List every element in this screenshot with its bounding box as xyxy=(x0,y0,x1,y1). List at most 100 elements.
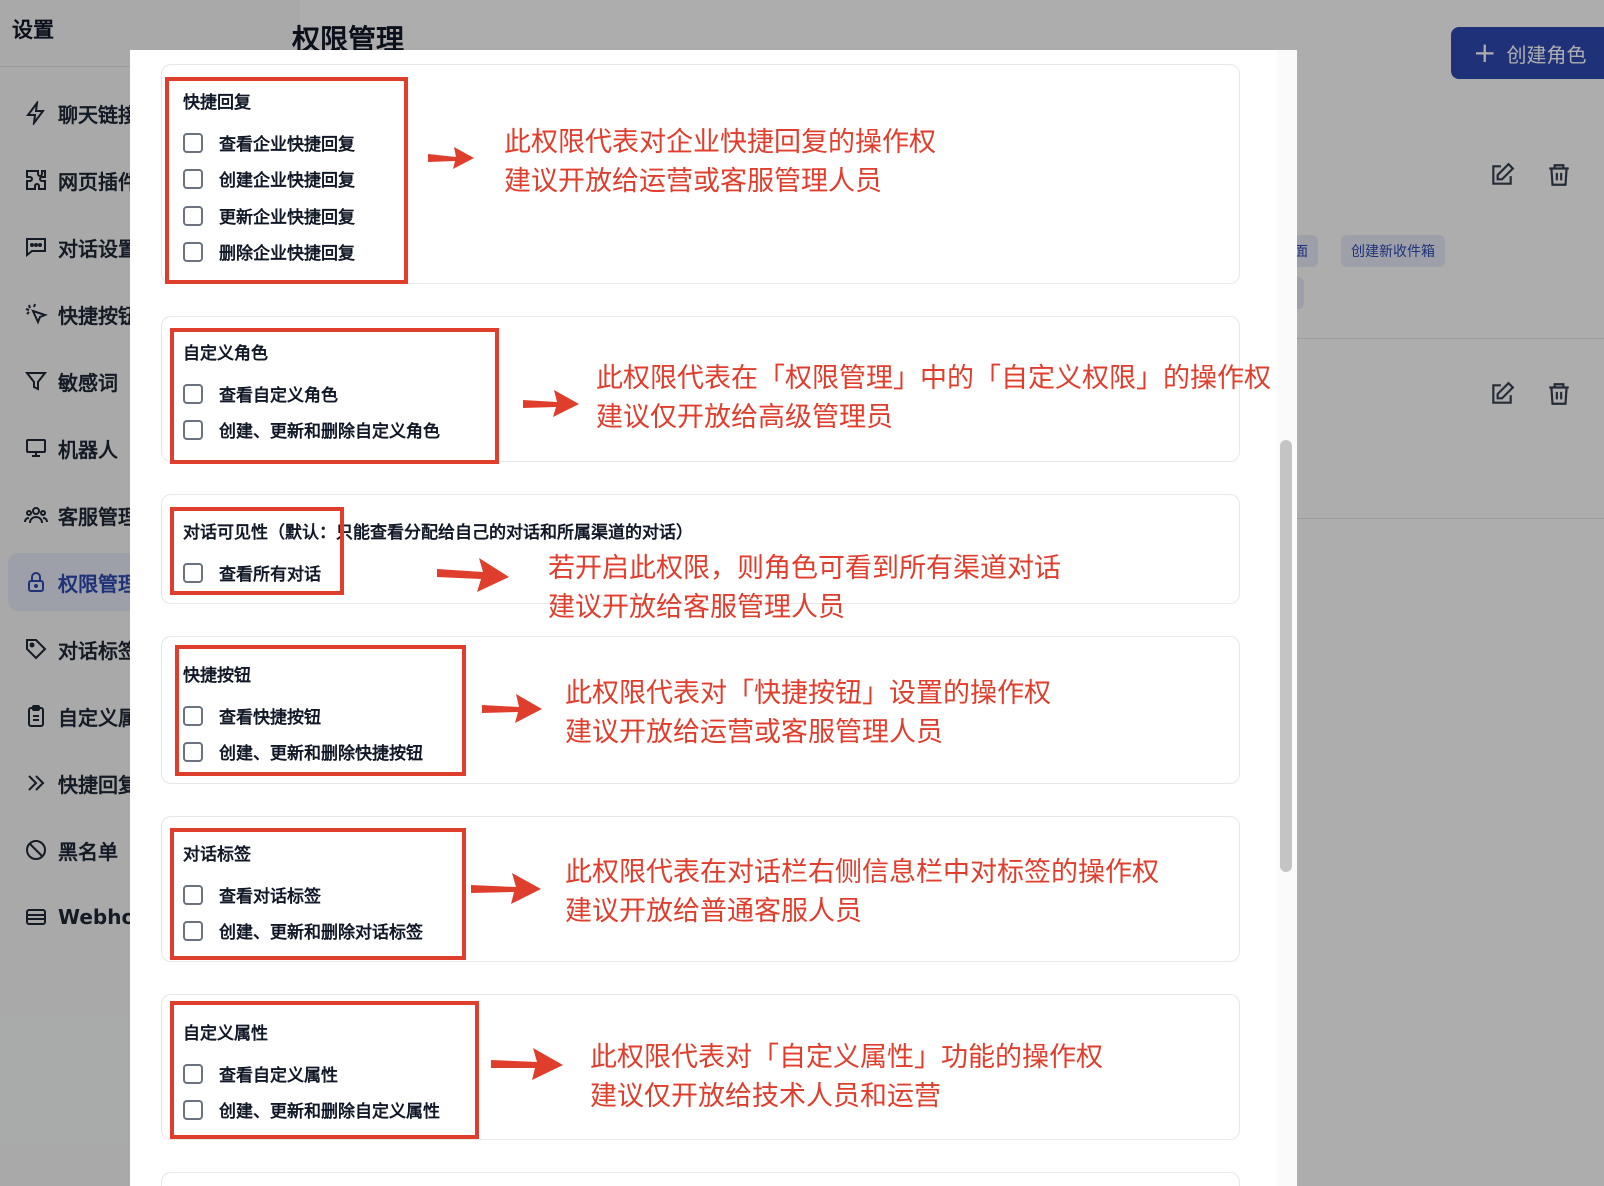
permission-option[interactable]: 删除企业快捷回复 xyxy=(183,239,355,264)
group-title-custom-attributes: 自定义属性 xyxy=(183,1024,268,1044)
sidebar-item-label: 机器人 xyxy=(58,437,118,462)
annotation-note-line: 建议开放给运营或客服管理人员 xyxy=(504,166,882,197)
group-title-custom-roles: 自定义角色 xyxy=(183,344,268,364)
trash-icon[interactable] xyxy=(1546,381,1572,407)
annotation-note-line: 此权限代表对企业快捷回复的操作权 xyxy=(504,127,936,158)
annotation-arrow-icon xyxy=(523,390,579,417)
bolt-icon xyxy=(22,99,50,127)
trash-icon[interactable] xyxy=(1546,162,1572,188)
annotation-arrow-icon xyxy=(491,1048,563,1080)
permission-option[interactable]: 创建、更新和删除自定义角色 xyxy=(183,417,440,442)
annotation-note-line: 此权限代表对「自定义属性」功能的操作权 xyxy=(590,1042,1103,1073)
permission-group-card xyxy=(161,64,1240,284)
role-row-divider xyxy=(1290,518,1604,519)
edit-icon[interactable] xyxy=(1489,162,1515,188)
permission-option[interactable]: 创建、更新和删除自定义属性 xyxy=(183,1097,440,1122)
permission-label: 创建、更新和删除自定义角色 xyxy=(219,422,440,442)
edit-icon[interactable] xyxy=(1489,381,1515,407)
permission-checkbox[interactable] xyxy=(183,884,203,905)
group-title-quick-buttons: 快捷按钮 xyxy=(183,666,251,686)
permission-group-card xyxy=(161,994,1240,1140)
permission-option[interactable]: 更新企业快捷回复 xyxy=(183,203,355,228)
permission-label: 查看对话标签 xyxy=(219,887,321,907)
sidebar-item-quick-replies[interactable]: 快捷回复 xyxy=(8,754,288,812)
permission-label: 查看所有对话 xyxy=(219,565,321,585)
chat-bubble-icon xyxy=(22,233,50,261)
block-icon xyxy=(22,836,50,864)
permission-label: 查看企业快捷回复 xyxy=(219,135,355,155)
create-role-button[interactable]: + 创建角色 xyxy=(1451,27,1604,79)
annotation-note: 此权限代表在对话栏右侧信息栏中对标签的操作权 建议开放给普通客服人员 xyxy=(565,853,1159,931)
annotation-note-line: 建议开放给运营或客服管理人员 xyxy=(565,717,943,748)
permission-label: 创建、更新和删除自定义属性 xyxy=(219,1102,440,1122)
permission-checkbox[interactable] xyxy=(183,383,203,404)
permission-label: 查看自定义属性 xyxy=(219,1066,338,1086)
sidebar-item-bot[interactable]: 机器人 xyxy=(8,419,288,477)
sidebar-item-conversation-tags[interactable]: 对话标签 xyxy=(8,620,288,678)
permission-checkbox[interactable] xyxy=(183,419,203,440)
permission-checkbox[interactable] xyxy=(183,205,203,226)
permission-checkbox[interactable] xyxy=(183,1099,203,1120)
annotation-arrow-icon xyxy=(471,873,541,904)
permission-checkbox[interactable] xyxy=(183,168,203,189)
annotation-note-line: 此权限代表在对话栏右侧信息栏中对标签的操作权 xyxy=(565,857,1159,888)
annotation-note: 此权限代表对「快捷按钮」设置的操作权 建议开放给运营或客服管理人员 xyxy=(565,674,1051,752)
permission-checkbox[interactable] xyxy=(183,705,203,726)
annotation-note-line: 建议仅开放给高级管理员 xyxy=(596,402,893,433)
chevrons-right-icon xyxy=(22,769,50,797)
permission-checkbox[interactable] xyxy=(183,1063,203,1084)
sidebar-item-blacklist[interactable]: 黑名单 xyxy=(8,821,288,879)
annotation-arrow-icon xyxy=(482,694,542,723)
permission-label: 查看快捷按钮 xyxy=(219,708,321,728)
modal-scrollbar-thumb[interactable] xyxy=(1280,440,1292,872)
permission-option[interactable]: 创建企业快捷回复 xyxy=(183,166,355,191)
lock-icon xyxy=(22,568,50,596)
sidebar-item-conversation-settings[interactable]: 对话设置 xyxy=(8,218,288,276)
annotation-note: 若开启此权限，则角色可看到所有渠道对话 建议开放给客服管理人员 xyxy=(548,549,1061,627)
permission-label: 创建、更新和删除快捷按钮 xyxy=(219,744,423,764)
cursor-click-icon xyxy=(22,300,50,328)
permission-checkbox[interactable] xyxy=(183,132,203,153)
sidebar-item-label: 快捷回复 xyxy=(58,772,138,797)
permission-option[interactable]: 查看快捷按钮 xyxy=(183,703,321,728)
clipboard-icon xyxy=(22,702,50,730)
sidebar-item-web-widget[interactable]: 网页插件 xyxy=(8,151,288,209)
annotation-note-line: 建议开放给客服管理人员 xyxy=(548,592,845,623)
permission-label: 查看自定义角色 xyxy=(219,386,338,406)
inbox-icon xyxy=(22,903,50,931)
sidebar-item-sensitive-words[interactable]: 敏感词 xyxy=(8,352,288,410)
tag-icon xyxy=(22,635,50,663)
annotation-note-line: 此权限代表在「权限管理」中的「自定义权限」的操作权 xyxy=(596,363,1271,394)
permission-tag: 创建新收件箱 xyxy=(1341,235,1445,267)
permission-group-card xyxy=(161,636,1240,784)
sidebar-item-label: 网页插件 xyxy=(58,169,138,194)
permission-option[interactable]: 查看所有对话 xyxy=(183,560,321,585)
sidebar-item-quick-buttons[interactable]: 快捷按钮 xyxy=(8,285,288,343)
permission-option[interactable]: 查看对话标签 xyxy=(183,882,321,907)
permission-option[interactable]: 查看企业快捷回复 xyxy=(183,130,355,155)
filter-icon xyxy=(22,367,50,395)
permission-group-card xyxy=(161,316,1240,462)
annotation-note-line: 建议开放给普通客服人员 xyxy=(565,896,862,927)
permission-option[interactable]: 创建、更新和删除对话标签 xyxy=(183,918,423,943)
annotation-note: 此权限代表对「自定义属性」功能的操作权 建议仅开放给技术人员和运营 xyxy=(590,1038,1103,1116)
permission-checkbox[interactable] xyxy=(183,562,203,583)
permission-checkbox[interactable] xyxy=(183,920,203,941)
permission-option[interactable]: 查看自定义属性 xyxy=(183,1061,338,1086)
group-title-conversation-visibility: 对话可见性（默认：只能查看分配给自己的对话和所属渠道的对话） xyxy=(183,523,693,543)
permission-option[interactable]: 创建、更新和删除快捷按钮 xyxy=(183,739,423,764)
sidebar-item-label: 权限管理 xyxy=(58,571,138,596)
group-title-conversation-tags: 对话标签 xyxy=(183,845,251,865)
sidebar-item-agents[interactable]: 客服管理 xyxy=(8,486,288,544)
sidebar-item-label: 聊天链接 xyxy=(58,102,138,127)
sidebar-item-label: 客服管理 xyxy=(58,504,138,529)
sidebar-item-chat-link[interactable]: 聊天链接 xyxy=(8,84,288,142)
permission-checkbox[interactable] xyxy=(183,241,203,262)
sidebar-item-label: 快捷按钮 xyxy=(58,303,138,328)
annotation-note-line: 此权限代表对「快捷按钮」设置的操作权 xyxy=(565,678,1051,709)
annotation-note-line: 若开启此权限，则角色可看到所有渠道对话 xyxy=(548,553,1061,584)
permission-label: 删除企业快捷回复 xyxy=(219,244,355,264)
permission-checkbox[interactable] xyxy=(183,741,203,762)
permission-group-card xyxy=(161,816,1240,962)
permission-option[interactable]: 查看自定义角色 xyxy=(183,381,338,406)
